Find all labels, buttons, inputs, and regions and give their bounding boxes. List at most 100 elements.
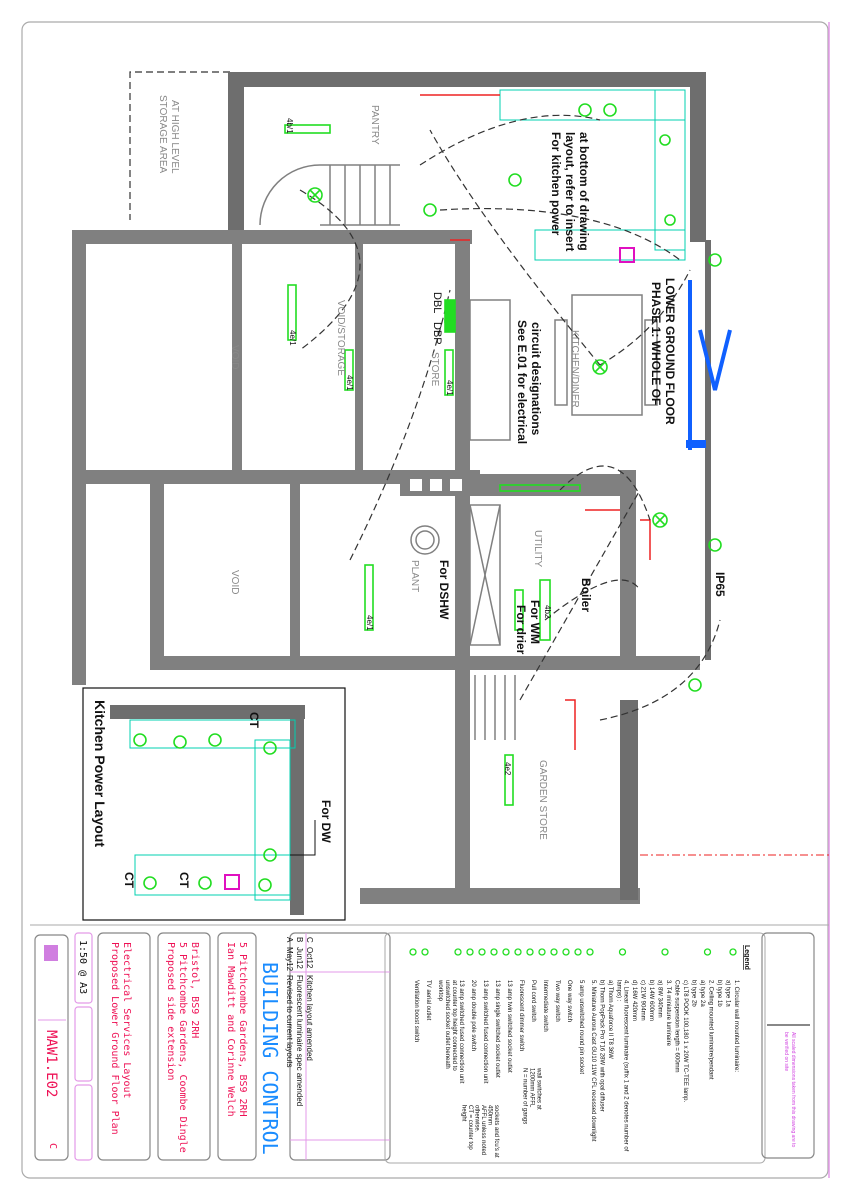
revision-desc: Fluorescent luminaire spec amended <box>295 975 304 1106</box>
wall <box>72 230 472 244</box>
circuit-label: 4e2 <box>503 762 512 776</box>
revision-date: May12 <box>285 947 294 972</box>
legend-item: Ventilation boost switch <box>413 980 419 1042</box>
legend-symbol-icon <box>618 948 627 956</box>
legend-item: a) 8W 340mm <box>657 980 663 1018</box>
legend-symbol-icon <box>550 948 558 956</box>
legend-bracket-note: 1200mm AFFL <box>529 1068 535 1108</box>
revision-date: Jun12 <box>295 947 304 969</box>
wall <box>355 244 363 470</box>
client-2: 5 Pitchcombe Gardens, BS9 2RH <box>237 942 248 1117</box>
wall <box>360 888 640 904</box>
legend-item: b) Thorn PopPack Pro T16 28W with opal d… <box>599 980 605 1112</box>
legend-item: c) 21W 904mm <box>640 980 646 1021</box>
label-utility: UTILITY <box>532 530 543 568</box>
label-void: VOID <box>229 570 240 594</box>
legend-symbol-icon <box>490 948 498 956</box>
wall <box>455 670 470 900</box>
kitchen-note-1: For kitchen power <box>549 132 563 236</box>
drawing-revision: C <box>47 1143 58 1149</box>
legend-symbol-icon <box>466 948 474 956</box>
project-2: 5 Pitchcombe Gardens, Coombe Dingle <box>177 942 188 1153</box>
floor-plan <box>72 71 829 921</box>
wall <box>290 484 300 656</box>
circuit-label: 4e/1 <box>365 615 374 631</box>
label-store: STORE <box>429 352 440 387</box>
legend-item: b) type 2b <box>691 980 697 1007</box>
label-ct: CT <box>247 712 261 729</box>
legend-item: Two way switch <box>554 980 560 1022</box>
legend-bracket-note: CT = counter topheight <box>461 1105 474 1150</box>
circuit-label: 4e/1 <box>345 375 354 391</box>
legend-item: a) type 2a <box>699 980 705 1007</box>
sofa <box>469 299 511 441</box>
legend-symbol-icon <box>502 948 510 956</box>
project-3: Bristol, BS9 2RH <box>189 942 200 1038</box>
kitchen-note-3: at bottom of drawing <box>577 132 591 251</box>
revision-row: A May12 Revised to current layouts <box>285 937 294 1068</box>
label-garden-store: GARDEN STORE <box>537 760 548 840</box>
legend-item: 5. Miniature Aurora Cast GU10 11W CFL re… <box>590 980 596 1142</box>
label-plant: PLANT <box>409 560 420 592</box>
label-dbp: DBP <box>431 322 443 345</box>
drawing-title-2: Electrical Services Layout <box>121 942 132 1099</box>
wall <box>86 470 166 484</box>
see-e01-note-1: See E.01 for electrical <box>515 320 529 444</box>
legend-bracket-note: N = number of gangs <box>522 1068 528 1124</box>
legend-item: 13 amp single switched socket outlet <box>494 980 500 1078</box>
electrical-symbols <box>284 103 722 806</box>
phase-label-2: LOWER GROUND FLOOR <box>663 278 677 425</box>
wall <box>150 470 164 670</box>
legend-bracket-note: wall switches at <box>536 1067 542 1110</box>
label-ip65: IP65 <box>713 572 727 597</box>
legend-symbol-icon <box>703 948 712 956</box>
legend-item: d) 16W 420mm <box>631 980 637 1021</box>
legend-symbol-icon <box>574 948 582 956</box>
revision-desc: Kitchen layout amended <box>305 975 314 1061</box>
legend-bracket-note: sockets and fcu's at450mm <box>487 1105 500 1158</box>
label-void-storage: VOID/STORAGE <box>335 300 346 376</box>
wall <box>705 240 711 660</box>
save-disk-icon <box>44 945 58 961</box>
label-boiler: Boiler <box>579 578 593 612</box>
label-pantry: PANTRY <box>369 105 380 145</box>
legend-title: Legend <box>743 945 750 970</box>
circuit-label: 4e/1 <box>288 330 297 346</box>
circuit-label: 4b/1 <box>285 118 294 134</box>
drawing-title-1: Proposed Lower Ground Floor Plan <box>109 942 120 1135</box>
wall <box>228 72 244 232</box>
legend-item: a) type 1a <box>725 980 731 1007</box>
dining-table <box>571 294 643 416</box>
legend-symbol-icon <box>562 948 570 956</box>
building-control-stamp: BUILDING CONTROL <box>258 962 282 1155</box>
revision-letter: A <box>285 937 294 943</box>
legend-item: 3. T4 miniature luminaire <box>665 980 671 1047</box>
phase-label-1: PHASE 1: WHOLE OF <box>649 282 663 405</box>
label-for-dw: For DW <box>319 800 333 843</box>
legend-symbol-icon <box>421 948 429 956</box>
legend-item: b) type 1b <box>716 980 722 1007</box>
wall <box>230 72 705 87</box>
revision-letter: B <box>295 937 304 942</box>
legend-item: b) 14W 600mm <box>648 980 654 1021</box>
wall <box>690 72 706 242</box>
wall <box>620 700 638 900</box>
wall <box>72 230 86 685</box>
scale: 1:50 @ A3 <box>77 940 88 994</box>
legend-item: Intermediate switch <box>542 980 548 1032</box>
project-1: Proposed side extension <box>165 942 176 1080</box>
legend-bracket-note: AFFL unless noted <box>480 1105 486 1155</box>
legend-item: 5 amp unswitched round pin socket <box>578 980 584 1074</box>
legend-item: Cable suspension length = 600mm <box>674 980 680 1073</box>
legend-item: 4. Linear fluorescent luminaire (suffix … <box>616 980 629 1152</box>
see-e01-note-2: circuit designations <box>529 322 543 436</box>
label-ct: CT <box>177 872 191 889</box>
legend-symbol-icon <box>538 948 546 956</box>
label-kitchen-diner: KITCHEN/DINER <box>569 330 580 408</box>
legend-item: c) LT8 POOK 100,180 1 x 20W TC-TEE lamp. <box>682 980 688 1102</box>
legend-item: Fluorescent dimmer switch <box>518 980 524 1051</box>
legend-symbol-icon <box>586 948 594 956</box>
revision-letter: C <box>305 937 314 943</box>
legend-item: 13 amp twin switched socket outlet <box>506 980 512 1073</box>
wall <box>232 244 242 470</box>
